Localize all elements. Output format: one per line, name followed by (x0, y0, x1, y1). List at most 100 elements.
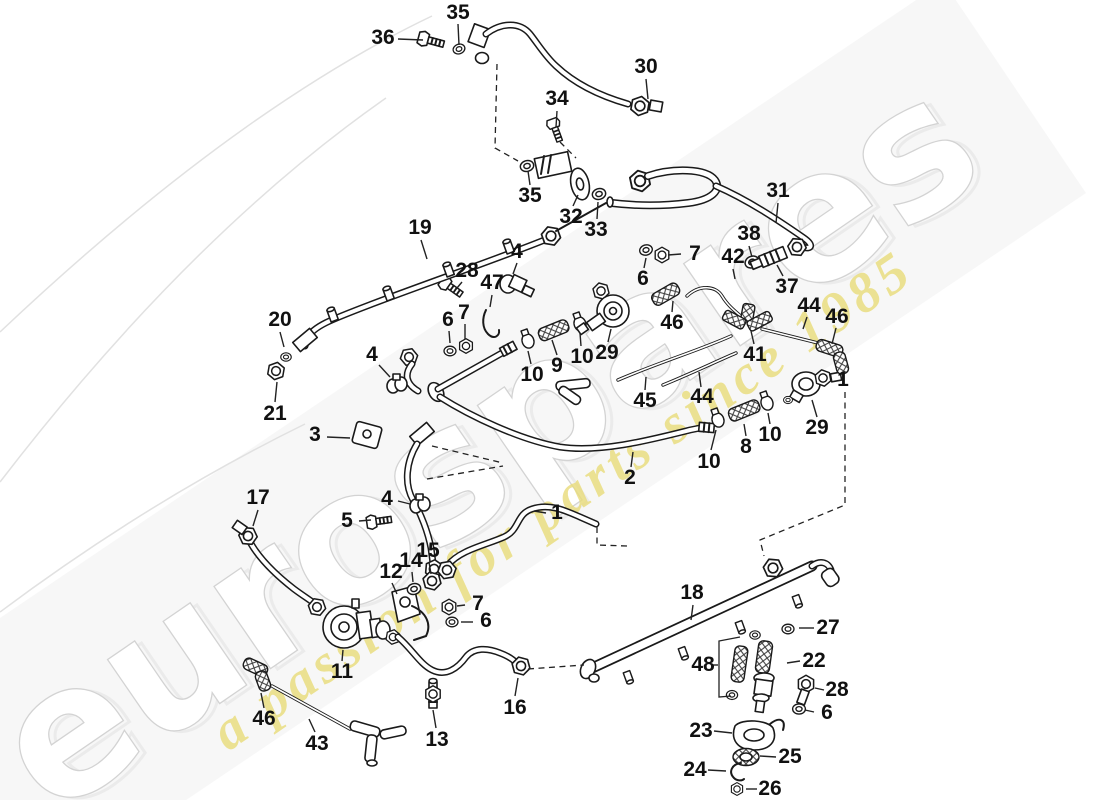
part-label-21: 21 (263, 402, 287, 425)
part-label-6: 6 (480, 609, 492, 632)
leader-line-4 (378, 364, 391, 378)
part-label-36: 36 (371, 26, 395, 49)
bracket-12 (391, 585, 430, 641)
dashed-link (596, 527, 628, 547)
leader-line-44 (698, 371, 702, 388)
leader-line-35 (457, 23, 460, 46)
fuel-line-19 (303, 237, 549, 348)
leader-line-46 (671, 300, 674, 313)
hose-8 (727, 399, 761, 422)
leader-line-29 (607, 328, 612, 343)
part-label-13: 13 (425, 728, 449, 751)
pipe-stub (648, 99, 664, 113)
leader-line-10 (710, 429, 717, 451)
hose-9 (537, 319, 570, 342)
dashed-link (494, 63, 519, 162)
leader-line-16 (514, 677, 519, 697)
clamp-4 (409, 493, 431, 514)
leader-line-10 (767, 412, 771, 425)
part-label-5: 5 (341, 509, 353, 532)
part-label-3: 3 (309, 423, 321, 446)
part-label-44: 44 (797, 294, 821, 317)
part-label-31: 31 (766, 179, 790, 202)
part-label-28: 28 (455, 259, 479, 282)
clip-24 (730, 762, 745, 782)
part-label-1: 1 (551, 501, 563, 524)
union-nut-30 (629, 94, 651, 118)
leader-line-46 (260, 692, 265, 709)
part-label-26: 26 (758, 777, 782, 800)
part-label-33: 33 (584, 218, 608, 241)
tube-44-center (662, 352, 737, 386)
leader-line-18 (690, 604, 694, 621)
part-label-20: 20 (268, 308, 292, 331)
ring-25 (732, 747, 760, 767)
leader-line-30 (645, 78, 649, 100)
bolt-5 (364, 511, 394, 531)
part-label-4: 4 (366, 343, 378, 366)
clamp-10 (517, 327, 537, 351)
dashed-link (431, 445, 504, 464)
leader-line-36 (397, 38, 424, 41)
cap (749, 630, 761, 640)
bracket-link (718, 636, 741, 698)
ring-48 (725, 689, 739, 701)
part-label-46: 46 (825, 305, 849, 328)
nut-7 (458, 338, 474, 354)
cap-27 (781, 623, 795, 635)
swoosh-arc (0, 97, 387, 483)
flange-hole (575, 177, 585, 191)
part-label-12: 12 (379, 560, 403, 583)
part-label-35: 35 (446, 1, 470, 24)
holder-23 (732, 718, 785, 751)
leader-line-38 (748, 245, 753, 258)
leader-line-21 (274, 381, 278, 403)
part-label-48: 48 (691, 653, 715, 676)
leader-line-43 (308, 718, 316, 733)
part-label-22: 22 (802, 649, 826, 672)
leader-line-6 (643, 257, 647, 269)
dashed-link (426, 465, 504, 480)
banjo-fitting (467, 23, 492, 49)
loop-pipe-31-assembly (606, 166, 814, 271)
leader-line-3 (326, 436, 351, 439)
part-label-38: 38 (737, 222, 761, 245)
part-label-7: 7 (458, 301, 470, 324)
leader-line-35 (527, 170, 531, 186)
washer-35 (518, 158, 536, 174)
rail-nipple (677, 645, 690, 662)
part-label-10: 10 (570, 345, 594, 368)
leader-line-47 (489, 294, 493, 308)
bracket-3 (351, 420, 383, 450)
pipe-30-assembly (415, 21, 664, 118)
rail-nipple (734, 619, 747, 636)
fuel-rail-18-assembly (579, 554, 840, 797)
part-label-15: 15 (416, 539, 440, 562)
part-label-2: 2 (624, 466, 636, 489)
part-label-28: 28 (825, 678, 849, 701)
leader-line-15 (428, 561, 432, 575)
return-pipe-assembly (351, 420, 444, 580)
part-label-16: 16 (503, 696, 527, 719)
fuel-rail-18 (586, 562, 816, 673)
threaded-tip (498, 340, 518, 358)
part-label-18: 18 (680, 581, 704, 604)
washer-6 (637, 242, 655, 258)
leader-line-19 (420, 239, 428, 260)
loop-end-cap (606, 196, 614, 208)
leader-line-46 (831, 327, 837, 345)
banjo-bolt (291, 327, 319, 353)
dashed-link (527, 664, 585, 670)
leader-line-6 (804, 709, 815, 713)
dashed-link (759, 392, 846, 557)
damper-thread (520, 284, 536, 298)
leader-line-6 (448, 330, 451, 344)
part-label-41: 41 (743, 343, 767, 366)
rail-nipple (622, 669, 635, 686)
leader-line-44 (802, 316, 808, 330)
part-label-45: 45 (633, 389, 657, 412)
nut-26 (730, 781, 744, 797)
pipe-1-assembly (435, 503, 600, 583)
swoosh-arc (0, 423, 306, 613)
